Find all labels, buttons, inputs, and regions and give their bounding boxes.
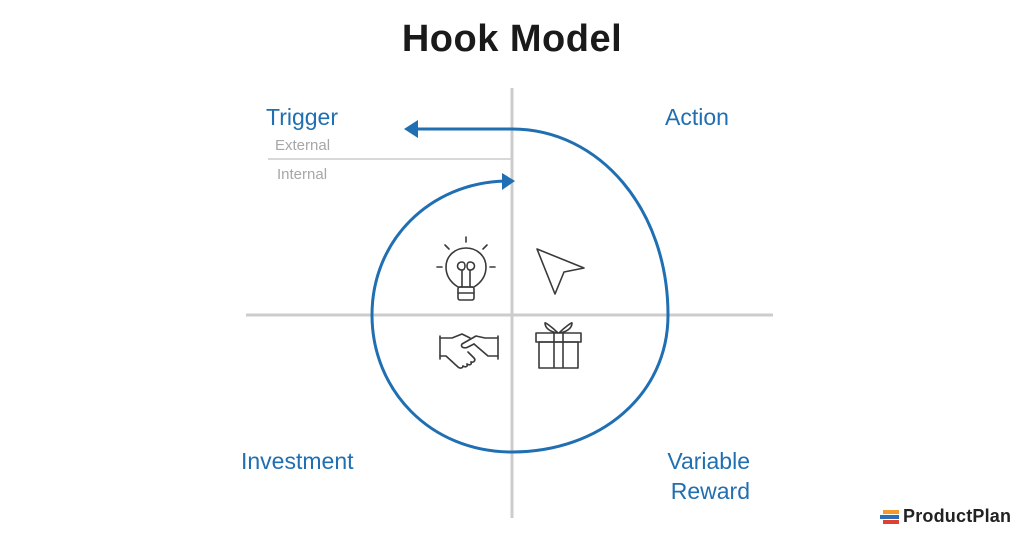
arrowhead-left — [404, 120, 418, 138]
trigger-label: Trigger — [266, 104, 338, 130]
gift-icon — [535, 322, 582, 369]
variable-reward-label: Variable Reward — [656, 446, 750, 506]
investment-label: Investment — [241, 448, 354, 474]
arrowhead-right — [502, 173, 515, 190]
productplan-logo-icon — [880, 509, 899, 524]
action-label: Action — [665, 104, 729, 130]
brand-name: ProductPlan — [903, 506, 1012, 526]
variable-reward-line2: Reward — [670, 478, 750, 504]
handshake-icon — [439, 333, 499, 369]
productplan-logo: ProductPlan — [880, 506, 1011, 527]
variable-reward-line1: Variable — [667, 448, 750, 474]
lightbulb-icon — [436, 236, 496, 301]
page-title: Hook Model — [401, 18, 623, 60]
internal-trigger-label: Internal — [277, 166, 328, 183]
external-trigger-label: External — [275, 137, 331, 154]
cursor-arrow-icon — [536, 248, 585, 295]
hook-cycle-arrow — [370, 127, 670, 454]
